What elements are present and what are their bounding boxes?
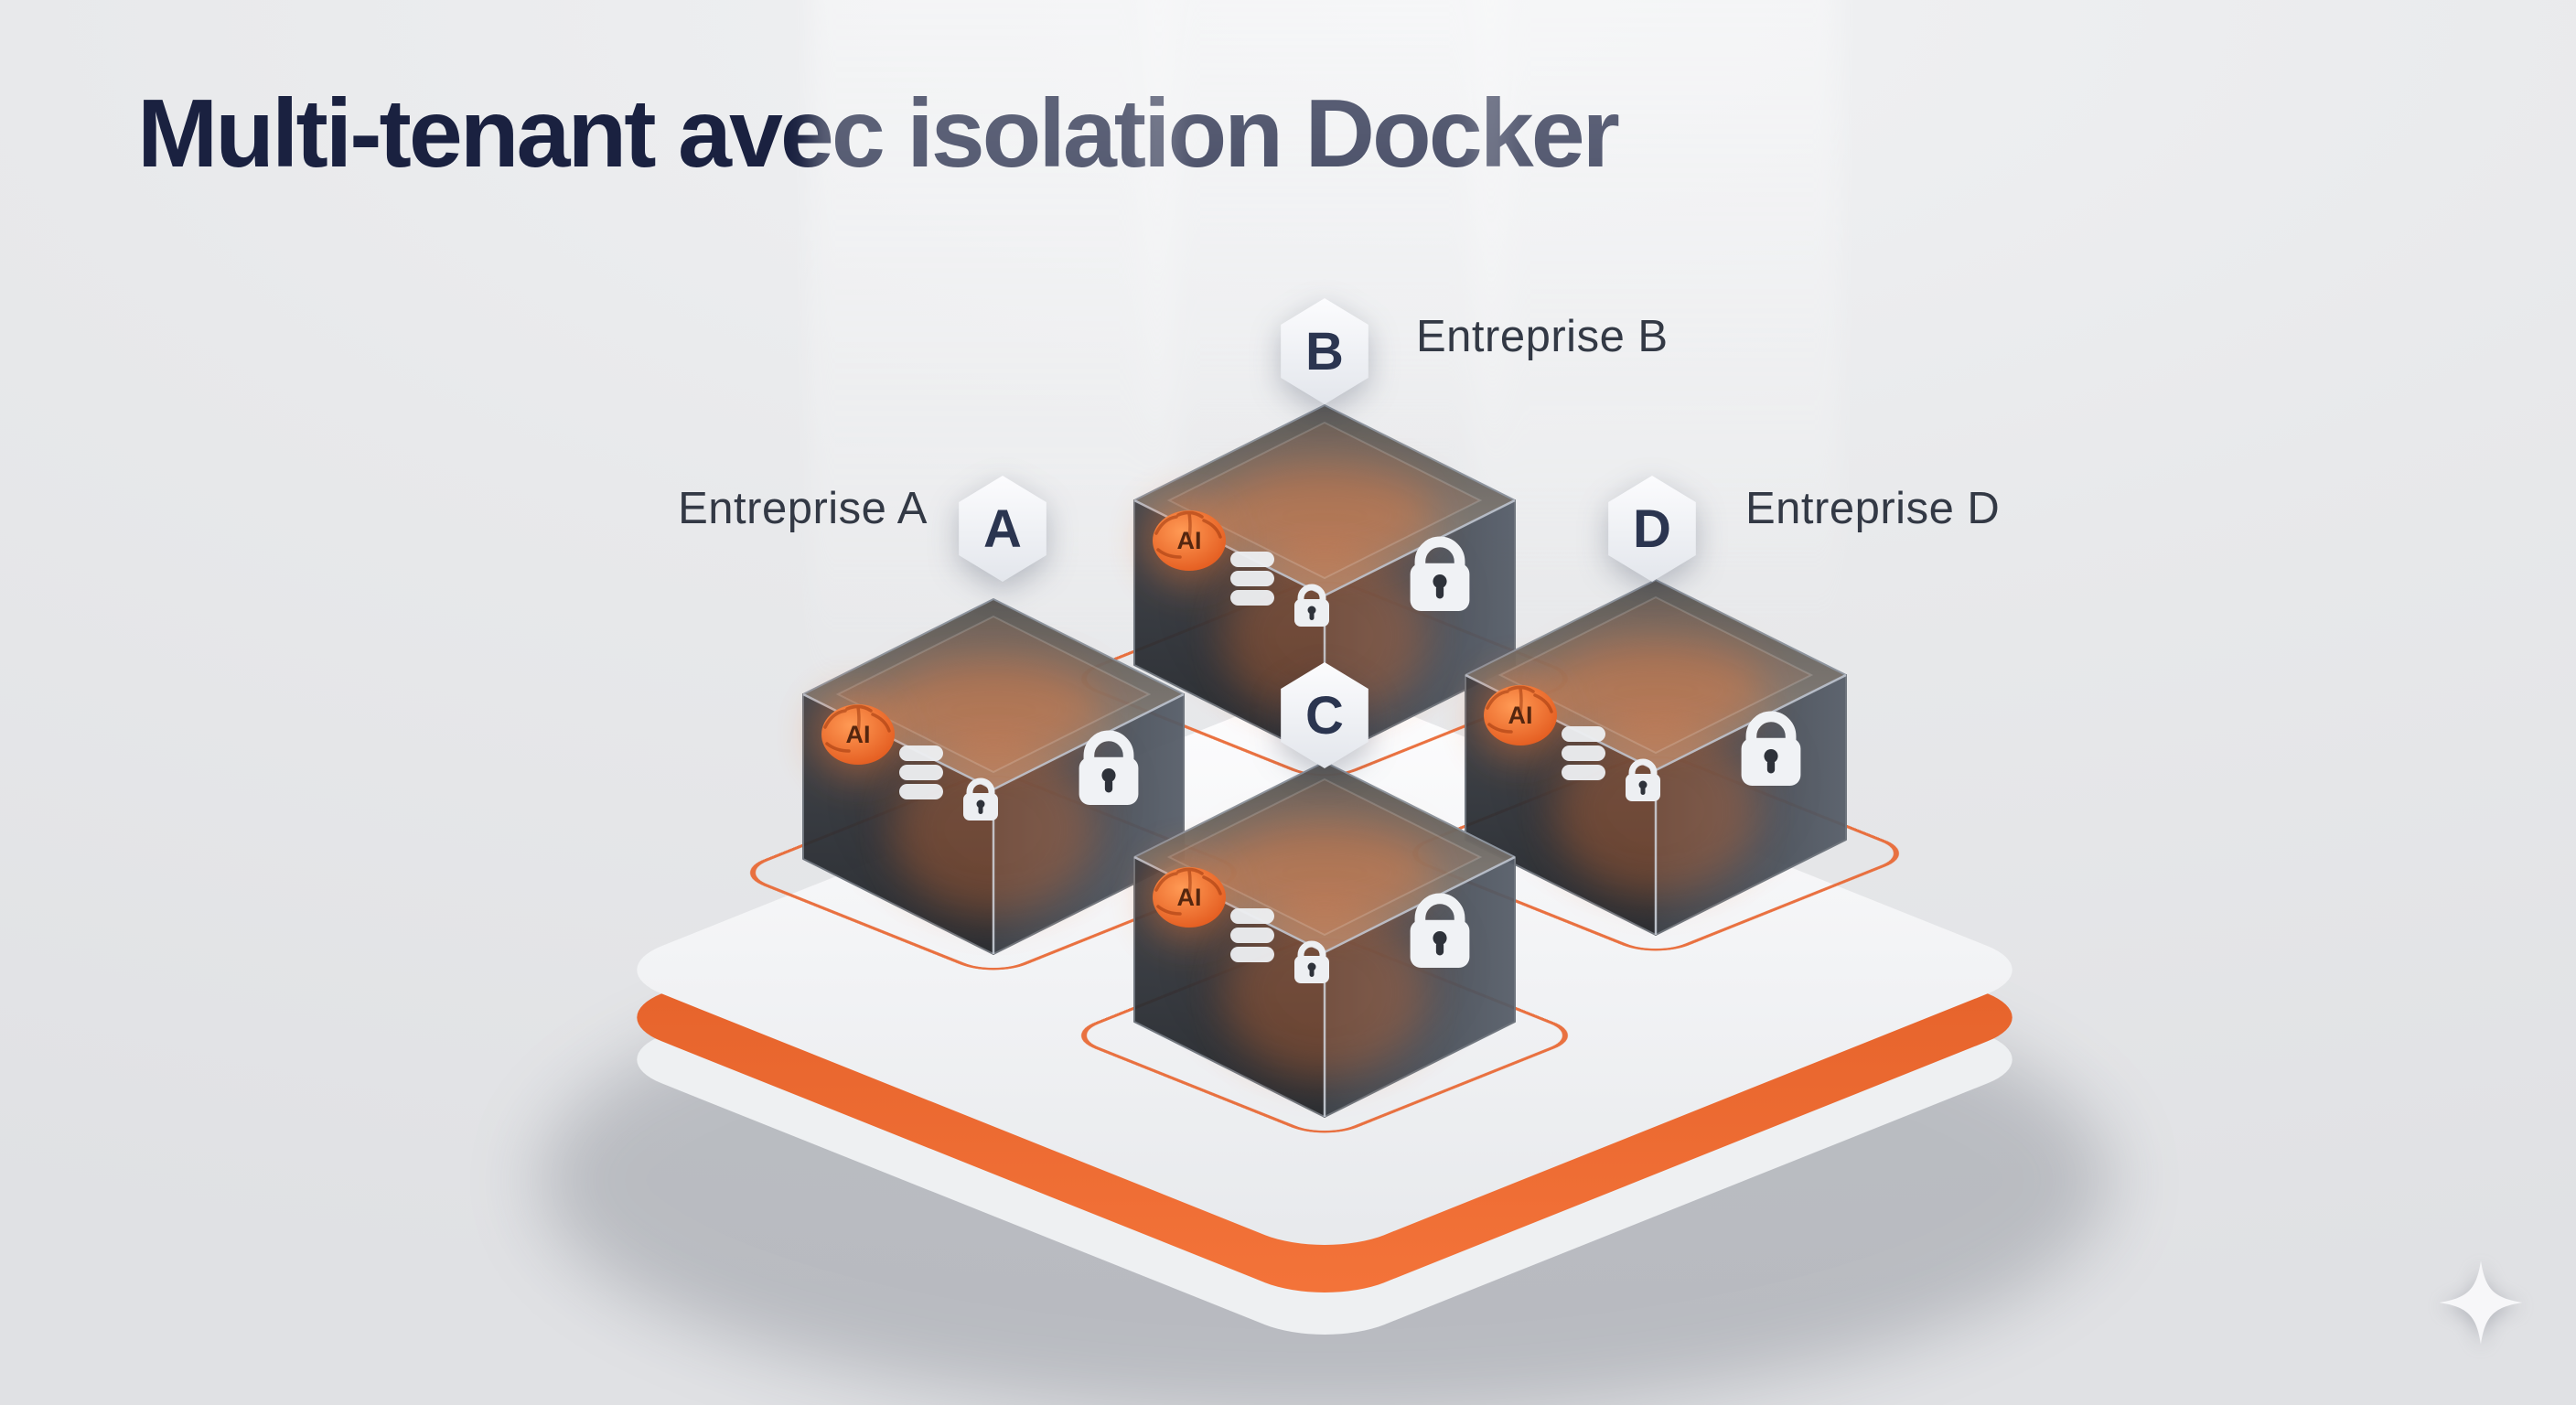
tenant-label-a: Entreprise A xyxy=(678,484,928,533)
sparkle-icon xyxy=(2437,1259,2525,1351)
ai-label: AI xyxy=(1508,702,1533,729)
tenant-badge-c: C xyxy=(1277,662,1372,768)
ai-label: AI xyxy=(846,721,871,748)
tenant-label-d: Entreprise D xyxy=(1745,484,2001,533)
tenant-badge-letter-a: A xyxy=(983,499,1022,559)
tenant-badge-b: B xyxy=(1277,298,1372,404)
ai-label: AI xyxy=(1177,884,1202,911)
light-beams xyxy=(810,0,1839,704)
tenant-label-b: Entreprise B xyxy=(1416,312,1669,361)
tenant-badge-letter-d: D xyxy=(1633,499,1671,559)
tenant-badge-letter-b: B xyxy=(1305,321,1344,381)
tenant-badge-letter-c: C xyxy=(1305,685,1344,745)
tenant-badge-a: A xyxy=(955,476,1050,582)
ai-label: AI xyxy=(1177,527,1202,554)
tenant-badge-d: D xyxy=(1605,476,1700,582)
